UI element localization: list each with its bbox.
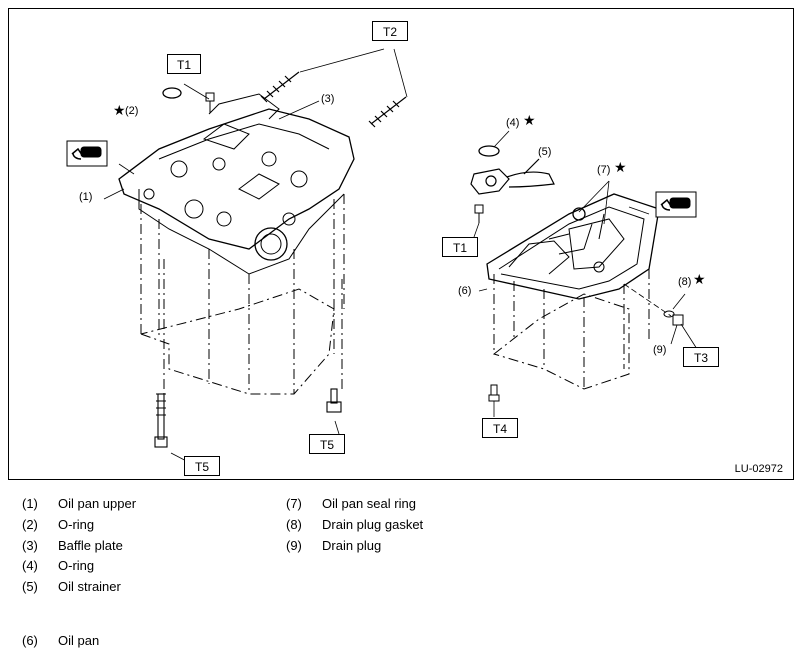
sealant-icon-left: [66, 140, 108, 167]
figure-reference-code: LU-02972: [734, 463, 783, 475]
studs: [260, 71, 407, 128]
o-ring-4: [478, 145, 500, 157]
torque-tag-t2: T2: [372, 21, 408, 41]
diagram-drawing: [66, 48, 698, 466]
legend-number: (7): [286, 496, 302, 511]
torque-tag-t1-left: T1: [167, 54, 201, 74]
callout-2: (2): [125, 105, 139, 117]
star-8: ★: [693, 271, 706, 287]
bolt-t1-left: [205, 92, 215, 113]
torque-tag-t3: T3: [683, 347, 719, 367]
sealant-icon-right: [655, 191, 697, 218]
torque-tag-t1-right: T1: [442, 237, 478, 257]
legend-number: (2): [22, 517, 38, 532]
legend-label: Baffle plate: [58, 538, 123, 553]
drain-plug-gasket: [663, 310, 675, 318]
callout-6: (6): [458, 285, 472, 297]
oil-pan-drawing: [486, 193, 660, 300]
legend-number: (1): [22, 496, 38, 511]
legend-label: O-ring: [58, 517, 95, 532]
callout-1: (1): [79, 191, 93, 203]
bolt-t4: [488, 384, 500, 402]
star-7: ★: [614, 159, 627, 175]
bolt-t5-left: [154, 393, 168, 448]
exploded-diagram: T1 T2 T1 T3 T4 T5 T5 (1) (2) ★ (3) (4) ★…: [8, 8, 794, 480]
oil-pan-upper-projection: [140, 194, 345, 419]
legend-number: (5): [22, 579, 38, 594]
oil-pan-upper-drawing: [118, 93, 355, 275]
legend-number: (6): [22, 633, 38, 648]
bolt-t5-mid: [326, 388, 342, 413]
o-ring-2: [162, 87, 182, 99]
torque-tag-t5-left: T5: [184, 456, 220, 476]
torque-tag-t4: T4: [482, 418, 518, 438]
oil-strainer: [470, 158, 555, 195]
callout-7: (7): [597, 164, 611, 176]
oil-pan-projection: [492, 269, 650, 390]
legend-label: Oil strainer: [58, 579, 121, 594]
callout-4: (4): [506, 117, 520, 129]
drain-plug: [672, 314, 698, 350]
callout-3: (3): [321, 93, 335, 105]
legend-label: O-ring: [58, 558, 95, 573]
torque-tag-t5-mid: T5: [309, 434, 345, 454]
legend-label: Oil pan seal ring: [322, 496, 416, 511]
legend-number: (9): [286, 538, 302, 553]
star-4: ★: [523, 112, 536, 128]
star-2: ★: [113, 102, 126, 118]
callout-5: (5): [538, 146, 552, 158]
legend-number: (8): [286, 517, 302, 532]
legend-label: Drain plug: [322, 538, 382, 553]
legend-label: Drain plug gasket: [322, 517, 424, 532]
bolt-t1-right: [474, 204, 484, 223]
legend-number: (3): [22, 538, 38, 553]
legend-label: Oil pan upper: [58, 496, 137, 511]
legend-number: (4): [22, 558, 38, 573]
callout-8: (8): [678, 276, 692, 288]
callout-9: (9): [653, 344, 667, 356]
legend-label: Oil pan: [58, 633, 100, 648]
